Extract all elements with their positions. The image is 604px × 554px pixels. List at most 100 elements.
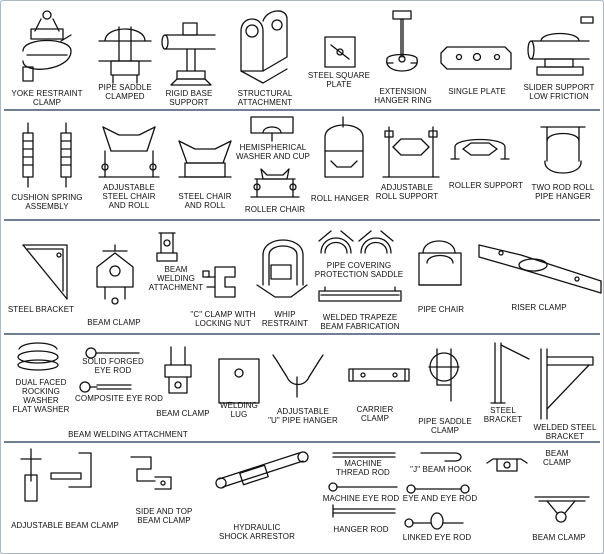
riser-clamp-drawing	[479, 245, 601, 293]
roll-hanger-label: ROLL HANGER	[310, 194, 370, 203]
adjustable-u-pipe-hanger-label: ADJUSTABLE"U" PIPE HANGER	[268, 407, 338, 425]
composite-eye-rod-drawing	[80, 382, 131, 392]
dual-faced-rocking-washer-drawing	[18, 343, 58, 370]
beam-welding-attachment-drawing	[157, 233, 177, 261]
steel-bracket-label: STEEL BRACKET	[7, 305, 75, 314]
solid-forged-eye-rod-drawing	[86, 348, 139, 358]
linked-eye-rod-drawing	[405, 513, 463, 529]
hemispherical-washer-and-cup-drawing	[251, 117, 293, 141]
adjustable-steel-chair-and-roll-drawing	[99, 127, 159, 177]
beam-clamp-bottom-label: BEAM CLAMP	[532, 533, 586, 542]
single-plate-drawing	[441, 47, 511, 69]
structural-attachment-drawing	[241, 11, 287, 83]
roller-chair-drawing	[251, 169, 299, 197]
roller-support-drawing	[451, 140, 509, 160]
pipe-saddle-clamped-drawing	[99, 27, 151, 83]
steel-bracket-drawing-row4	[491, 343, 529, 403]
pipe-saddle-clamp-drawing	[429, 349, 459, 401]
pipe-chair-label: PIPE CHAIR	[417, 305, 465, 314]
rigid-base-support-drawing	[162, 23, 215, 85]
hanger-rod-drawing	[333, 505, 395, 517]
roller-chair-label: ROLLER CHAIR	[244, 205, 306, 214]
c-clamp-with-locking-nut-drawing	[203, 267, 235, 297]
adjustable-u-pipe-hanger-drawing	[273, 355, 323, 397]
row-divider-2	[4, 219, 600, 221]
pipe-chair-drawing	[419, 241, 461, 285]
hanger-rod-label: HANGER ROD	[333, 525, 389, 534]
side-and-top-beam-clamp-drawing	[131, 457, 171, 489]
extension-hanger-ring-drawing	[387, 11, 418, 71]
welded-trapeze-beam-fabrication-drawing	[319, 287, 401, 301]
carrier-clamp-drawing	[349, 369, 409, 381]
beam-clamp-drawing-row3	[97, 245, 133, 304]
hydraulic-shock-arrestor-drawing	[216, 452, 308, 488]
cushion-spring-assembly-drawing	[23, 123, 71, 187]
steel-chair-and-roll-drawing	[179, 141, 231, 177]
beam-clamp-top-drawing	[487, 459, 527, 471]
pipe-covering-protection-saddle-drawing	[319, 231, 393, 253]
beam-clamp-label-row3: BEAM CLAMP	[87, 318, 141, 327]
adjustable-beam-clamp-drawing	[21, 449, 91, 501]
composite-eye-rod-label: COMPOSITE EYE ROD	[75, 394, 163, 403]
eye-and-eye-rod-label: EYE AND EYE ROD	[402, 494, 478, 503]
row-divider-3	[4, 333, 600, 335]
beam-clamp-label-row4: BEAM CLAMP	[156, 409, 210, 418]
machine-eye-rod-label: MACHINE EYE ROD	[322, 494, 400, 503]
steel-square-plate-drawing	[325, 37, 355, 67]
welded-steel-bracket-drawing	[541, 349, 593, 419]
linked-eye-rod-label: LINKED EYE ROD	[402, 533, 472, 542]
single-plate-label: SINGLE PLATE	[448, 87, 506, 96]
whip-restraint-drawing	[257, 240, 307, 297]
adjustable-roll-support-drawing	[383, 127, 439, 177]
eye-and-eye-rod-drawing	[407, 485, 469, 493]
slider-support-drawing	[528, 17, 593, 75]
roller-support-label: ROLLER SUPPORT	[448, 181, 524, 190]
beam-clamp-bottom-drawing	[535, 497, 589, 522]
row-divider-1	[4, 109, 600, 111]
yoke-restraint-clamp-drawing	[23, 11, 71, 81]
roll-hanger-drawing	[325, 117, 363, 177]
machine-eye-rod-drawing	[329, 483, 397, 491]
welding-lug-drawing	[219, 359, 259, 403]
machine-thread-rod-drawing	[333, 453, 395, 457]
riser-clamp-label: RISER CLAMP	[511, 303, 567, 312]
adjustable-beam-clamp-label: ADJUSTABLE BEAM CLAMP	[11, 521, 119, 530]
j-beam-hook-label: "J" BEAM HOOK	[410, 465, 472, 474]
beam-clamp-drawing-row4	[165, 347, 191, 393]
beam-welding-attachment-label-row4: BEAM WELDING ATTACHMENT	[68, 430, 188, 439]
row-divider-4	[4, 441, 600, 443]
j-beam-hook-drawing	[421, 453, 461, 461]
two-rod-roll-pipe-hanger-drawing	[541, 127, 585, 173]
